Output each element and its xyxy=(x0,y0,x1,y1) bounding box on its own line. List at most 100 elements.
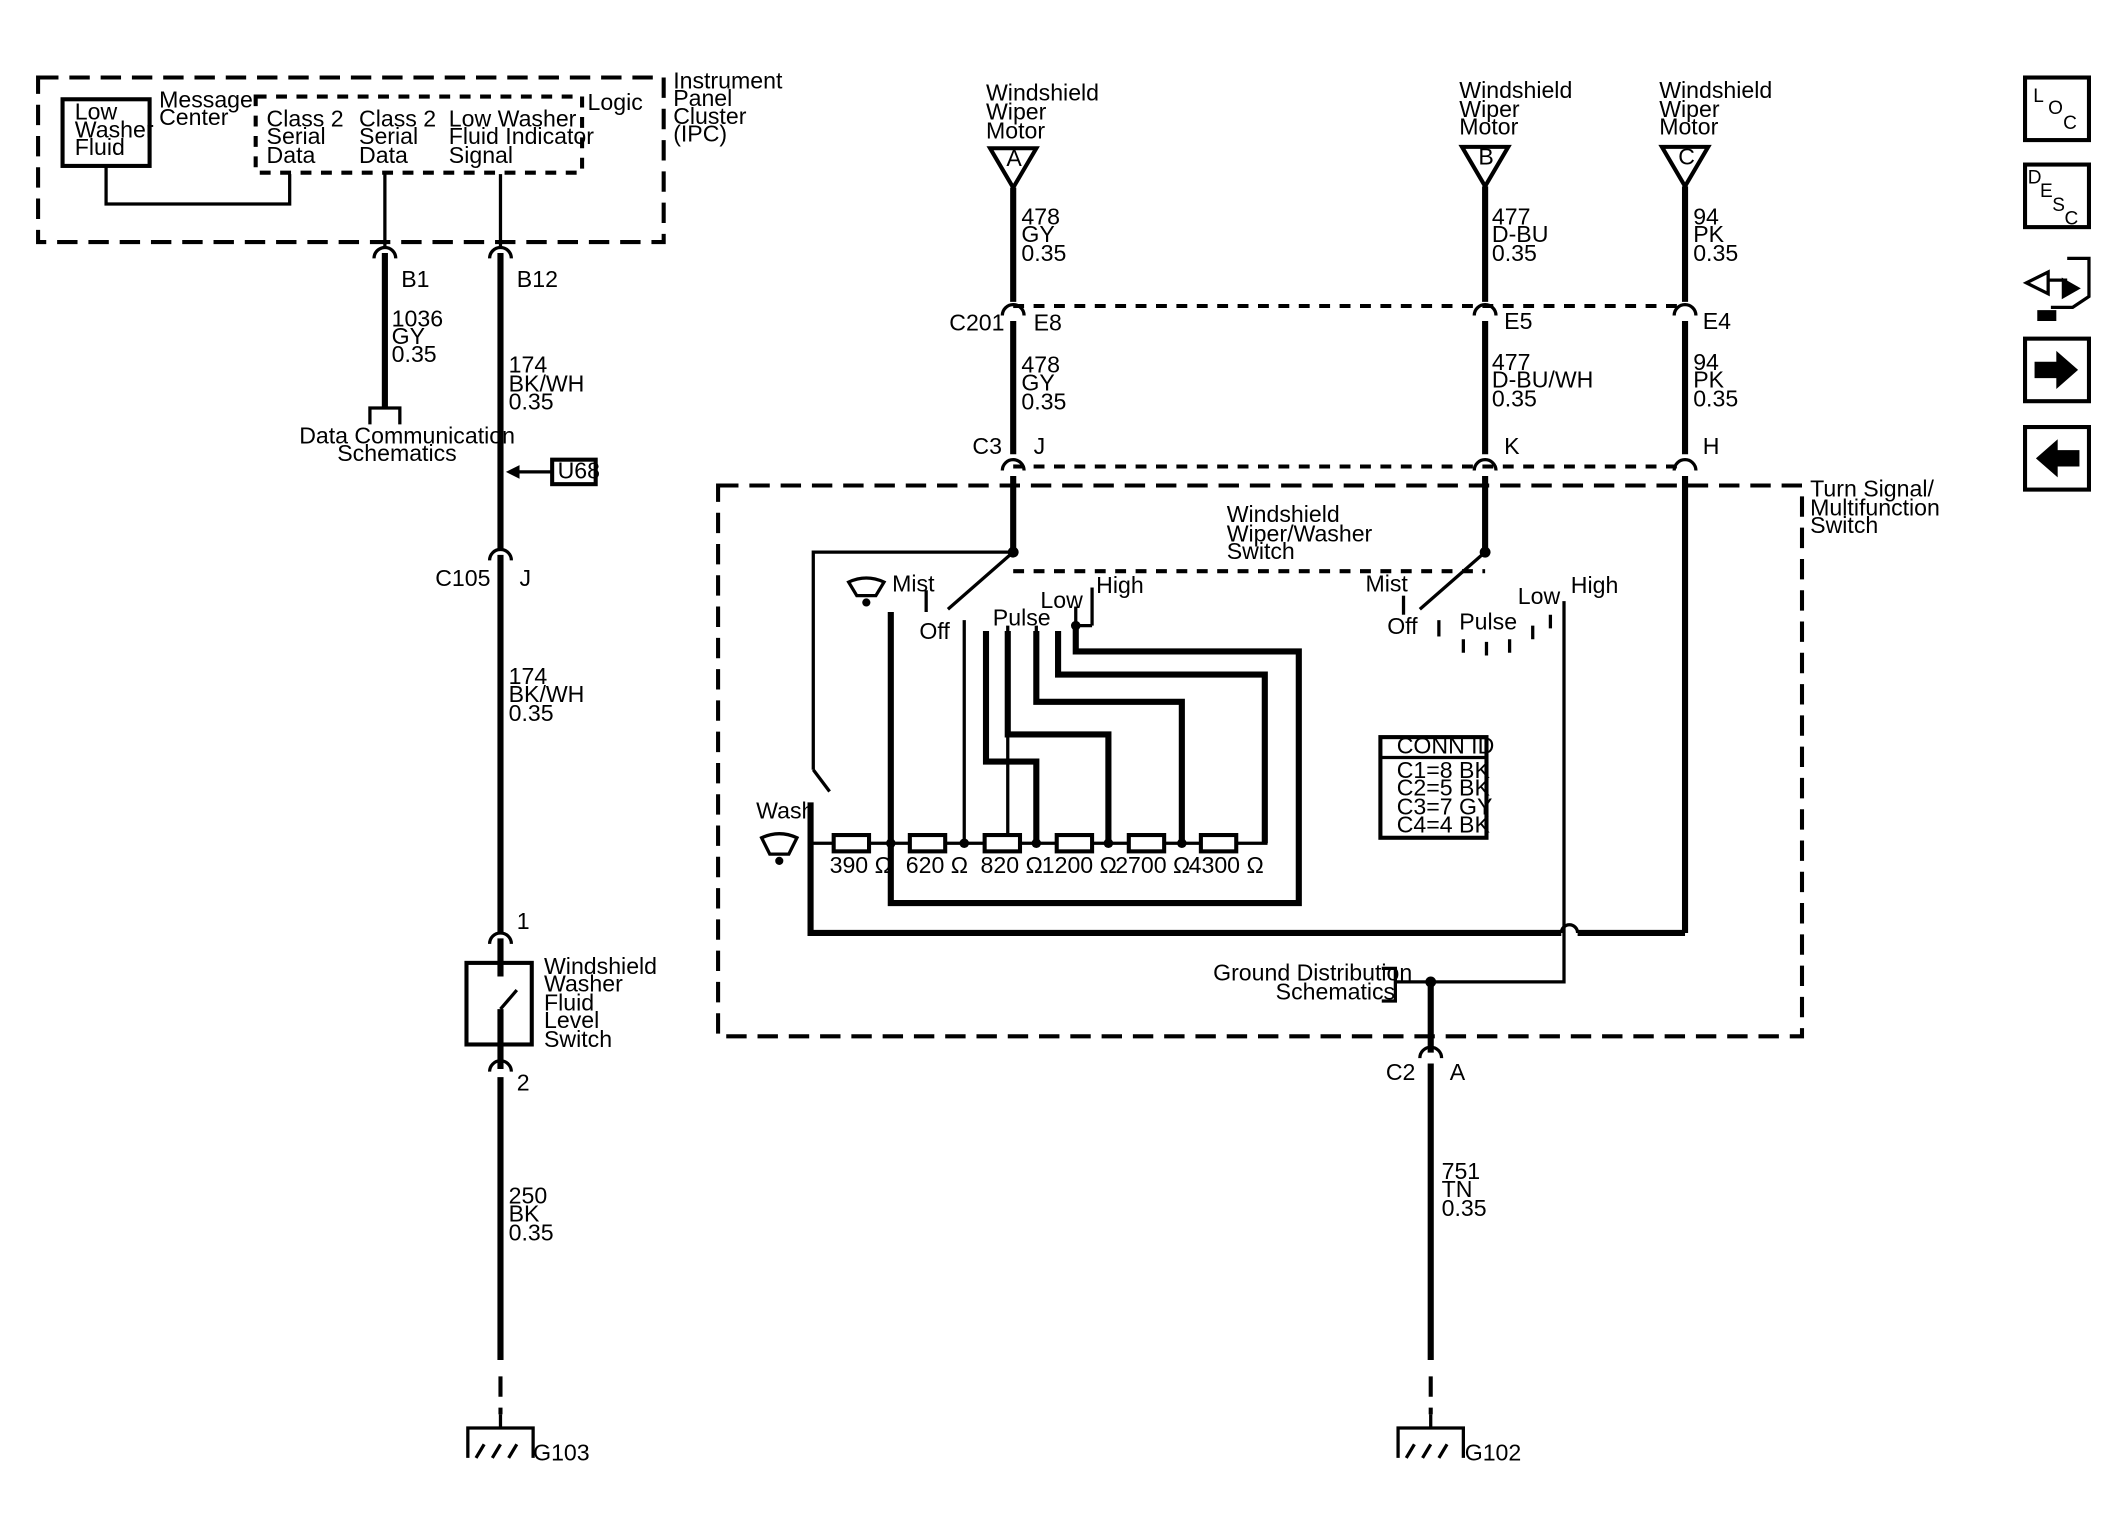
svg-text:BK/WH: BK/WH xyxy=(509,681,585,707)
svg-text:D-BU/WH: D-BU/WH xyxy=(1492,367,1593,393)
multifunction-switch: Turn Signal/ Multifunction Switch Windsh… xyxy=(716,475,1940,1039)
svg-text:B1: B1 xyxy=(401,266,429,292)
svg-text:C: C xyxy=(2063,113,2077,134)
c2-connector: C2 xyxy=(1386,1059,1416,1085)
svg-text:Center: Center xyxy=(159,104,229,130)
mist-icon xyxy=(846,576,887,607)
svg-text:Signal: Signal xyxy=(449,142,513,168)
svg-text:0.35: 0.35 xyxy=(1492,386,1537,412)
svg-text:TN: TN xyxy=(1442,1176,1473,1202)
svg-text:E8: E8 xyxy=(1034,309,1062,335)
message-center-label: Message xyxy=(159,86,253,112)
svg-text:0.35: 0.35 xyxy=(1021,240,1066,266)
svg-text:L: L xyxy=(2033,86,2044,107)
svg-text:Wash: Wash xyxy=(756,798,814,824)
svg-text:BK/WH: BK/WH xyxy=(509,371,585,397)
svg-text:Low: Low xyxy=(1040,587,1083,613)
svg-text:A: A xyxy=(1450,1059,1466,1085)
svg-text:Class 2: Class 2 xyxy=(359,105,436,131)
svg-text:Motor: Motor xyxy=(1459,114,1518,140)
svg-text:0.35: 0.35 xyxy=(1693,240,1738,266)
svg-text:0.35: 0.35 xyxy=(1442,1195,1487,1221)
svg-text:C: C xyxy=(1678,144,1695,170)
svg-text:High: High xyxy=(1571,572,1619,598)
svg-text:O: O xyxy=(2048,98,2063,119)
wash-icon xyxy=(759,832,800,865)
svg-text:Wiper/Washer: Wiper/Washer xyxy=(1227,520,1373,546)
data-communication-ref: Data Communication xyxy=(299,422,515,448)
svg-text:C2=5 BK: C2=5 BK xyxy=(1397,775,1491,801)
svg-text:K: K xyxy=(1504,433,1520,459)
svg-text:477: 477 xyxy=(1492,203,1531,229)
svg-text:Low: Low xyxy=(75,99,118,125)
svg-text:E4: E4 xyxy=(1703,308,1731,334)
svg-text:478: 478 xyxy=(1021,352,1060,378)
wiper-motor-terminals: Windshield Wiper Motor A Windshield Wipe… xyxy=(986,77,1772,192)
svg-text:174: 174 xyxy=(509,663,548,689)
svg-text:Switch: Switch xyxy=(1227,538,1295,564)
washer-level-circuit: B12 174 BK/WH 0.35 U68 C105 J 174 BK/WH … xyxy=(435,174,657,1466)
svg-text:Windshield: Windshield xyxy=(544,953,657,979)
svg-text:Fluid: Fluid xyxy=(75,134,125,160)
svg-text:E: E xyxy=(2040,181,2053,202)
svg-text:Cluster: Cluster xyxy=(673,103,747,129)
svg-text:0.35: 0.35 xyxy=(509,1219,554,1245)
svg-text:Off: Off xyxy=(1387,613,1418,639)
wiper-motor-label: Windshield xyxy=(986,80,1099,106)
svg-text:Low: Low xyxy=(1518,583,1561,609)
nav-prev-button[interactable] xyxy=(2023,425,2092,492)
svg-text:H: H xyxy=(1703,433,1720,459)
svg-text:Data: Data xyxy=(359,142,408,168)
svg-text:PK: PK xyxy=(1693,221,1724,247)
svg-text:620 Ω: 620 Ω xyxy=(906,852,968,878)
nav-connector-icon[interactable] xyxy=(2022,256,2091,321)
nav-desc-button[interactable]: D E S C xyxy=(2023,162,2092,230)
svg-text:Off: Off xyxy=(919,618,950,644)
nav-loc-button[interactable]: L O C xyxy=(2023,75,2092,143)
svg-text:0.35: 0.35 xyxy=(392,341,437,367)
svg-text:0.35: 0.35 xyxy=(1492,240,1537,266)
svg-text:94: 94 xyxy=(1693,349,1719,375)
c201-connector: C201 xyxy=(949,309,1004,335)
svg-text:C: C xyxy=(2064,208,2078,229)
svg-text:0.35: 0.35 xyxy=(509,388,554,414)
svg-text:390 Ω: 390 Ω xyxy=(830,852,892,878)
svg-text:Level: Level xyxy=(544,1007,599,1033)
svg-text:478: 478 xyxy=(1021,203,1060,229)
svg-text:Low Washer: Low Washer xyxy=(449,105,577,131)
svg-text:Switch: Switch xyxy=(1810,512,1878,538)
svg-text:Schematics: Schematics xyxy=(337,440,456,466)
svg-text:G103: G103 xyxy=(533,1440,590,1466)
instrument-panel-cluster: Instrument Panel Cluster (IPC) Logic Low… xyxy=(36,67,783,245)
ground-g102 xyxy=(1396,1414,1465,1459)
resistor-1200 xyxy=(1054,833,1095,854)
svg-text:Fluid: Fluid xyxy=(544,989,594,1015)
svg-text:Turn Signal/: Turn Signal/ xyxy=(1810,475,1934,501)
svg-text:GY: GY xyxy=(1021,369,1054,395)
svg-text:BK: BK xyxy=(509,1200,540,1226)
nav-next-button[interactable] xyxy=(2023,336,2092,404)
svg-text:B: B xyxy=(1478,144,1493,170)
svg-text:Pulse: Pulse xyxy=(1459,609,1517,635)
svg-text:Mist: Mist xyxy=(892,571,935,597)
svg-text:2700 Ω: 2700 Ω xyxy=(1115,852,1190,878)
svg-text:C4=4 BK: C4=4 BK xyxy=(1397,811,1491,837)
svg-text:B12: B12 xyxy=(517,266,558,292)
logic-label: Logic xyxy=(588,89,643,115)
svg-text:Motor: Motor xyxy=(986,118,1045,144)
svg-text:1: 1 xyxy=(517,908,530,934)
c3-connector: C3 xyxy=(972,433,1002,459)
svg-text:Windshield: Windshield xyxy=(1459,77,1572,103)
svg-text:G102: G102 xyxy=(1465,1440,1522,1466)
svg-text:Washer: Washer xyxy=(75,116,154,142)
ground-g102-circuit: C2 A 751 TN 0.35 G102 xyxy=(1386,981,1522,1466)
resistor-2700 xyxy=(1126,833,1167,854)
svg-text:Data: Data xyxy=(267,142,316,168)
resistor-390 xyxy=(831,833,872,854)
svg-text:751: 751 xyxy=(1442,1158,1481,1184)
svg-text:Serial: Serial xyxy=(359,123,418,149)
svg-text:J: J xyxy=(1034,433,1046,459)
resistor-4300 xyxy=(1198,833,1239,854)
svg-text:D-BU: D-BU xyxy=(1492,221,1548,247)
